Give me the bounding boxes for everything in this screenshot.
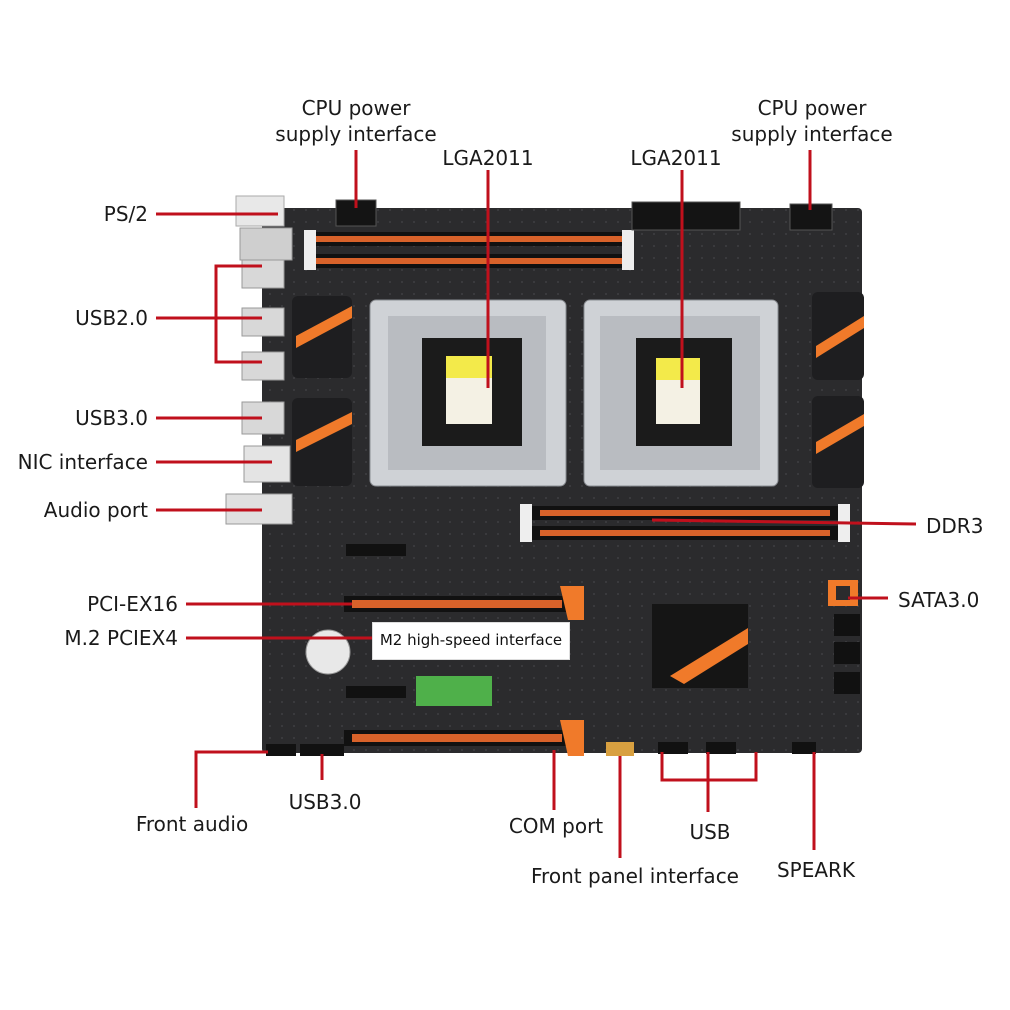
m2-highspeed-callout: M2 high-speed interface [372,622,570,660]
pcie-x16-slot-lower [344,720,584,756]
label-cpu-power-right-line2: supply interface [731,122,893,146]
label-audio-port: Audio port [43,498,148,522]
usb-header-2 [706,742,736,754]
label-pciex16: PCI-EX16 [87,592,178,616]
front-audio-header [266,744,296,756]
label-ddr3: DDR3 [926,514,984,538]
pcie-x4-slot [346,686,406,698]
label-lga-left: LGA2011 [442,146,534,170]
ps2-port [235,195,285,227]
rear-io-ports [225,195,293,525]
leader-lines [156,150,917,858]
label-usb30-front: USB3.0 [288,790,362,814]
sata-ports [828,580,860,694]
green-terminal-block [416,676,492,706]
label-cpu-power-left-line1: CPU power [301,96,411,120]
label-cpu-power-left-line2: supply interface [275,122,437,146]
label-front-audio: Front audio [135,812,249,836]
ddr3-slots-lower [520,504,850,542]
cpu-socket-left [369,299,567,487]
label-ps2: PS/2 [103,202,148,226]
right-vrm-heatsink [812,292,864,488]
usb20-port-3 [241,351,285,381]
label-cpu-power-right-line1: CPU power [757,96,867,120]
label-com-port: COM port [508,814,604,838]
speaker-header [792,742,816,754]
label-speaker: SPEARK [776,858,856,882]
atx-power-connector [631,201,741,231]
usb20-port-2 [241,307,285,337]
nic-port [243,445,291,483]
top-ram-slots [304,230,634,270]
pcie-x16-slot-upper [344,586,584,620]
cmos-battery [305,629,351,675]
label-nic: NIC interface [17,450,148,474]
chipset-heatsink [652,604,748,688]
usb-header-1 [658,742,688,754]
label-lga-right: LGA2011 [630,146,722,170]
label-sata: SATA3.0 [898,588,980,612]
usb20-port-1 [241,259,285,289]
label-front-panel: Front panel interface [531,864,739,888]
cpu-socket-right [583,299,779,487]
label-m2-pciex4: M.2 PCIEX4 [64,626,178,650]
label-usb30-rear: USB3.0 [75,406,148,430]
front-usb30-header [300,744,344,756]
label-usb: USB [689,820,731,844]
front-panel-header [606,742,634,756]
pcie-x1-slot [346,544,406,556]
label-usb20: USB2.0 [75,306,148,330]
left-vrm-heatsink [292,296,352,486]
